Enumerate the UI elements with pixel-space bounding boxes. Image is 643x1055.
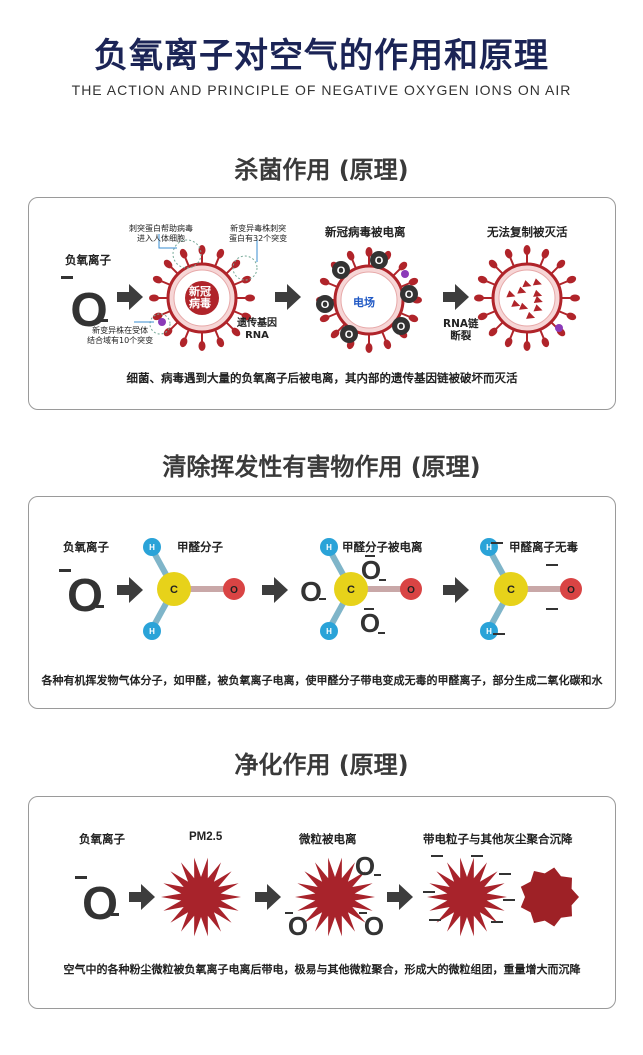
nontoxic-ion-icon: C O H H [480,538,582,640]
virus-name-label: 新冠病毒 [189,285,211,310]
formaldehyde-molecule-icon: C O H H [143,538,245,640]
svg-text:O: O [300,576,322,607]
ionized-label: 新冠病毒被电离 [325,225,406,239]
inactivated-virus-icon [474,245,580,351]
svg-text:O: O [360,608,380,638]
svg-text:O: O [337,265,346,277]
virus-icon [149,245,255,351]
ion-label: 负氧离子 [65,253,111,267]
ionized-particle-icon [295,857,375,937]
svg-text:O: O [567,585,575,596]
svg-text:O: O [321,299,330,311]
svg-text:H: H [486,627,492,636]
molecule-label: 甲醛分子 [177,540,223,554]
svg-text:O: O [288,911,308,941]
arrow-right-icon [262,577,288,603]
svg-text:O: O [407,585,415,596]
ion-o-icon: O [361,555,386,585]
ion-label: 负氧离子 [79,832,125,846]
arrow-right-icon [129,884,155,910]
pm-label: PM2.5 [189,831,223,843]
svg-text:O: O [82,877,118,929]
purify-caption: 空气中的各种粉尘微粒被负氧离子电离后带电，极易与其他微粒聚合，形成大的微粒组团，… [63,963,581,976]
section-title-voc: 清除挥发性有害物作用 (原理) [162,453,481,481]
svg-text:O: O [405,289,414,301]
ion-o-icon: O [355,851,381,881]
nontoxic-label: 甲醛离子无毒 [509,540,578,554]
svg-text:H: H [149,627,155,636]
svg-text:O: O [364,911,384,941]
variant-site-note: 新变异株在受体结合域有10个突变 [87,326,154,345]
aggregate-label: 带电粒子与其他灰尘聚合沉降 [423,832,573,846]
section-title-purify: 净化作用 (原理) [234,751,409,779]
ion-o-icon: O [285,911,308,941]
arrow-right-icon [255,884,281,910]
svg-text:H: H [326,627,332,636]
svg-text:O: O [375,255,384,267]
purify-diagram: O O O O [75,851,579,941]
section-title-sterilize: 杀菌作用 (原理) [234,156,409,184]
svg-text:H: H [486,543,492,552]
svg-text:O: O [230,585,238,596]
sterilize-caption: 细菌、病毒遇到大量的负氧离子后被电离，其内部的遗传基因链被破坏而灭活 [126,371,518,385]
svg-text:O: O [345,329,354,341]
particle-cluster-icon [520,867,579,927]
arrow-right-icon [387,884,413,910]
ion-label: 负氧离子 [63,540,109,554]
sterilize-diagram: O O O O O O O [61,234,580,353]
ionized-virus-icon: O O O O O O [316,247,422,353]
page-subtitle: THE ACTION AND PRINCIPLE OF NEGATIVE OXY… [71,82,572,98]
negative-ion-icon: O [59,569,104,621]
ionized-label: 微粒被电离 [299,832,357,846]
charged-particle-icon [427,857,507,937]
arrow-right-icon [443,284,469,310]
field-label: 电场 [353,296,375,309]
arrow-right-icon [443,577,469,603]
negative-ion-icon: O [75,876,119,929]
svg-text:C: C [170,584,178,596]
ion-o-icon: O [359,911,384,941]
voc-caption: 各种有机挥发物气体分子，如甲醛，被负氧离子电离，使甲醛分子带电变成无毒的甲醛离子… [41,674,603,687]
svg-text:H: H [149,543,155,552]
arrow-right-icon [117,284,143,310]
variant-spike-note: 新变异毒株刺突蛋白有32个突变 [229,224,288,243]
rna-break-label: RNA链断裂 [443,318,479,342]
page-title: 负氧离子对空气的作用和原理 [94,36,549,76]
arrow-right-icon [117,577,143,603]
svg-text:O: O [361,555,381,585]
ionized-label: 甲醛分子被电离 [342,540,423,554]
svg-text:C: C [347,584,355,596]
panel-purify: O O O O [28,796,616,1009]
svg-text:O: O [70,284,107,337]
inactivated-label: 无法复制被灭活 [487,225,568,239]
svg-text:H: H [326,543,332,552]
svg-text:O: O [397,321,406,333]
svg-text:O: O [67,569,103,621]
ion-o-icon: O [360,608,385,638]
arrow-right-icon [275,284,301,310]
svg-text:C: C [507,584,515,596]
ion-o-icon: O [300,576,326,607]
pm25-particle-icon [161,857,241,937]
svg-text:O: O [355,851,375,881]
negative-ion-icon: O [61,276,108,337]
spike-note: 刺突蛋白帮助病毒进入人体细胞 [129,224,193,243]
